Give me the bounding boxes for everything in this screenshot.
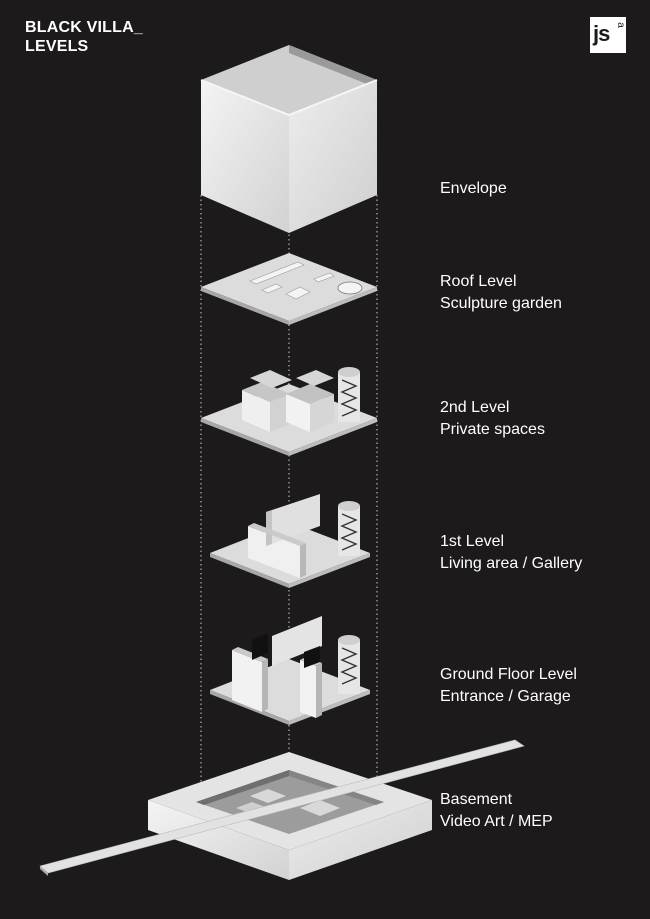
label-envelope: Envelope <box>440 178 507 200</box>
label-second-level-line-1: 2nd Level <box>440 399 510 416</box>
label-ground-floor-line-1: Ground Floor Level <box>440 666 577 683</box>
label-basement-line-1: Basement <box>440 791 513 808</box>
label-basement: Basement Video Art / MEP <box>440 789 553 833</box>
roof-level-slab <box>201 253 377 325</box>
label-ground-floor-line-2: Entrance / Garage <box>440 688 571 705</box>
title-line-1: BLACK VILLA_ <box>25 19 143 36</box>
title-line-2: LEVELS <box>25 38 89 55</box>
label-first-level-line-2: Living area / Gallery <box>440 555 583 572</box>
label-first-level-line-1: 1st Level <box>440 533 505 550</box>
basement-model <box>39 739 525 880</box>
label-second-level: 2nd Level Private spaces <box>440 397 545 441</box>
jsa-logo: js a <box>590 17 626 53</box>
label-second-level-line-2: Private spaces <box>440 421 545 438</box>
label-roof-level-line-2: Sculpture garden <box>440 295 562 312</box>
ground-floor-model <box>210 616 370 725</box>
diagram-title: BLACK VILLA_ LEVELS <box>25 18 143 56</box>
envelope-cube <box>200 45 378 233</box>
label-ground-floor: Ground Floor Level Entrance / Garage <box>440 664 577 708</box>
label-basement-line-2: Video Art / MEP <box>440 813 553 830</box>
projection-lines <box>200 195 378 840</box>
label-roof-level: Roof Level Sculpture garden <box>440 271 562 315</box>
label-envelope-line-1: Envelope <box>440 180 507 197</box>
logo-main-text: js <box>593 21 610 46</box>
label-first-level: 1st Level Living area / Gallery <box>440 531 582 575</box>
second-level-model <box>201 367 377 456</box>
first-level-model <box>210 494 370 588</box>
label-roof-level-line-1: Roof Level <box>440 273 517 290</box>
